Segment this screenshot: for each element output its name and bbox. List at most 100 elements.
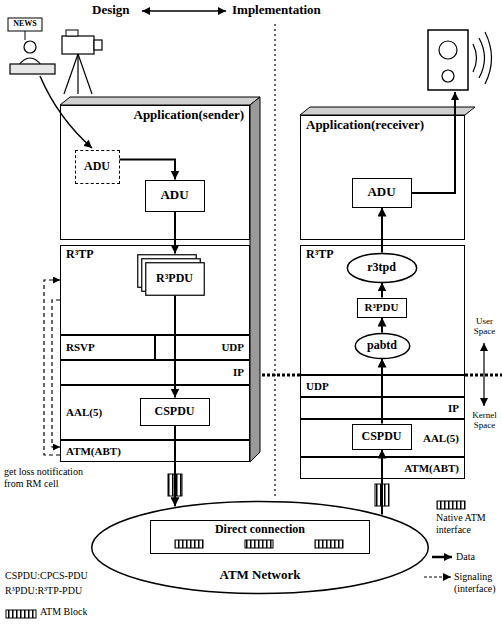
news-studio-illustration bbox=[8, 18, 42, 31]
node-text: ADU bbox=[84, 160, 110, 174]
news-studio-illustration bbox=[94, 40, 102, 50]
node-text: R³TP bbox=[306, 248, 334, 262]
news-studio-illustration bbox=[78, 54, 92, 94]
design-implementation-arrow bbox=[142, 11, 226, 12]
block-face bbox=[300, 107, 475, 115]
node-text: pabtd bbox=[367, 339, 397, 353]
node-text: ADU bbox=[160, 188, 188, 203]
protocol-layer: ATM(ABT) bbox=[60, 440, 250, 462]
implementation-label: Implementation bbox=[232, 3, 321, 18]
node-text: CSPDU bbox=[154, 405, 194, 419]
legend-text: ATM Block bbox=[40, 606, 88, 617]
speaker-illustration bbox=[412, 92, 455, 193]
node-text: AAL(5) bbox=[66, 406, 102, 419]
design-label: Design bbox=[92, 3, 130, 18]
news-studio-illustration bbox=[10, 64, 55, 74]
node-text: IP bbox=[233, 366, 244, 379]
news-studio-illustration bbox=[8, 18, 102, 148]
news-studio-illustration bbox=[40, 76, 92, 148]
ellipse-outline bbox=[347, 253, 416, 282]
node-text: Direct connection bbox=[215, 523, 305, 537]
adu-box: ADU bbox=[145, 180, 205, 212]
design-implementation-arrow bbox=[142, 10, 226, 12]
legend-entry: Native ATM interface bbox=[436, 512, 500, 535]
data-arrow bbox=[381, 282, 383, 297]
node-text: Application(receiver) bbox=[306, 118, 424, 133]
data-arrow bbox=[381, 359, 383, 424]
daemon-ellipse: pabtd bbox=[355, 333, 410, 359]
atm-block bbox=[315, 540, 343, 548]
block-face bbox=[250, 97, 260, 462]
divider-line bbox=[275, 24, 276, 498]
data-arrow bbox=[174, 212, 176, 254]
legend-sample bbox=[6, 610, 36, 618]
space-label: User Space bbox=[469, 316, 500, 337]
divider-line bbox=[274, 24, 275, 498]
node-text: ATM(ABT) bbox=[404, 462, 459, 475]
node-text: R³PDU bbox=[156, 272, 193, 286]
protocol-layer: RSVP bbox=[60, 335, 155, 360]
news-studio-illustration bbox=[64, 54, 78, 94]
legend-sample bbox=[432, 556, 452, 559]
space-label: Kernel Space bbox=[469, 410, 500, 431]
protocol-layer: IP bbox=[60, 360, 250, 385]
legend-text: Native ATM interface bbox=[436, 512, 486, 535]
adu-draft-box: ADU bbox=[75, 150, 120, 184]
atm-block bbox=[175, 540, 203, 548]
callout-note: get loss notification from RM cell bbox=[4, 466, 90, 489]
speaker-illustration bbox=[439, 41, 457, 59]
daemon-ellipse: r3tpd bbox=[347, 253, 417, 283]
news-studio-illustration bbox=[77, 54, 78, 94]
application-box: Application(sender)ADUADU bbox=[60, 105, 250, 240]
atm-block bbox=[245, 540, 273, 548]
pdu-box: R³PDU bbox=[357, 298, 407, 318]
signaling-arrow bbox=[52, 300, 60, 447]
data-arrow bbox=[120, 160, 176, 180]
node-text: R³PDU bbox=[365, 301, 399, 314]
speaker-illustration bbox=[442, 70, 454, 82]
node-text: R³TP bbox=[66, 248, 94, 262]
node-text: UDP bbox=[221, 341, 244, 354]
node-text: UDP bbox=[306, 380, 329, 393]
ellipse-outline bbox=[355, 333, 409, 358]
news-studio-illustration bbox=[24, 41, 36, 53]
abbreviation-note: R³PDU:R³TP-PDU bbox=[5, 585, 82, 597]
protocol-layer: AAL(5) CSPDU bbox=[300, 419, 465, 457]
legend-text: Signaling (interface) bbox=[454, 571, 496, 594]
protocol-layer: R³TP r3tpdR³PDU pabtd bbox=[300, 245, 465, 375]
space-boundary bbox=[483, 343, 484, 406]
network-ellipse: ATM NetworkDirect connection bbox=[90, 500, 430, 595]
news-studio-illustration bbox=[66, 30, 78, 36]
pdu-box: CSPDU bbox=[140, 398, 210, 426]
legend-sample bbox=[6, 501, 465, 618]
legend-sample bbox=[424, 576, 451, 577]
news-studio-illustration bbox=[25, 31, 26, 40]
connection-bar: Direct connection bbox=[150, 520, 370, 554]
space-boundary bbox=[262, 374, 300, 377]
block-face bbox=[60, 97, 260, 105]
data-arrow bbox=[381, 318, 383, 333]
application-box: Application(receiver) ADU bbox=[300, 115, 465, 240]
block-face bbox=[60, 97, 475, 462]
protocol-layer: IP bbox=[300, 397, 465, 419]
node-text: ATM(ABT) bbox=[66, 445, 121, 458]
speaker-illustration bbox=[473, 44, 477, 72]
protocol-layer: UDP bbox=[300, 375, 465, 397]
adu-box: ADU bbox=[352, 178, 412, 208]
node-text: IP bbox=[448, 402, 459, 415]
speaker-illustration bbox=[412, 30, 492, 193]
pdu-card bbox=[145, 262, 204, 295]
node-text: r3tpd bbox=[367, 261, 396, 275]
legend-entry: ATM Block bbox=[40, 606, 88, 618]
speaker-illustration bbox=[479, 38, 485, 78]
news-studio-illustration bbox=[62, 36, 94, 54]
node-text: CSPDU bbox=[361, 430, 401, 444]
ellipse-outline bbox=[92, 501, 429, 593]
legend-text: Data bbox=[456, 551, 475, 562]
data-arrow bbox=[174, 296, 176, 398]
data-arrow bbox=[174, 426, 176, 507]
legend-entry: Data bbox=[456, 551, 475, 563]
node-text: AAL(5) bbox=[423, 432, 459, 445]
protocol-layer: R³TP R³PDU bbox=[60, 245, 250, 335]
protocol-layer: AAL(5) CSPDU bbox=[60, 385, 250, 440]
